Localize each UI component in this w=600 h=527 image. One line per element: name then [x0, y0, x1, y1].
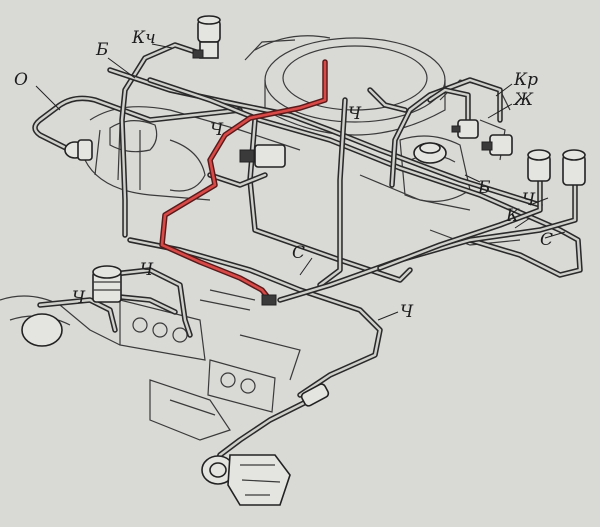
sensor-right-1	[527, 149, 551, 182]
label-b-upper: Б	[96, 40, 109, 60]
solenoid-valve-zh	[451, 119, 479, 139]
label-kch: Кч	[132, 28, 156, 48]
sensor-right-2	[562, 149, 586, 186]
label-s-right: С	[540, 230, 554, 250]
vacuum-pump-bottom	[201, 454, 291, 506]
label-ch-mid: Ч	[348, 104, 362, 124]
label-ch-left1: Ч	[140, 260, 154, 280]
gear-cover-left	[21, 313, 63, 347]
vacuum-cap-right	[413, 142, 447, 164]
label-o: О	[14, 70, 28, 90]
components	[21, 15, 586, 506]
vacuum-filter-left	[92, 265, 122, 303]
valve-o	[64, 139, 93, 161]
label-k: К	[506, 206, 520, 226]
leader-lines	[35, 43, 566, 321]
label-kr: Кр	[514, 70, 539, 90]
label-s-mid: С	[292, 243, 306, 263]
highlighted-hose	[159, 59, 328, 303]
engine-block-outline	[0, 35, 521, 441]
label-ch-bottom: Ч	[400, 302, 414, 322]
control-valve-center	[239, 144, 286, 168]
hose-fitting	[261, 294, 277, 306]
label-ch-top: Ч	[210, 120, 224, 140]
label-ch-left2: Ч	[72, 288, 86, 308]
vacuum-hoses	[32, 42, 583, 473]
label-zh: Ж	[514, 90, 534, 110]
solenoid-valve-kr	[481, 134, 513, 156]
solenoid-valve-kch	[192, 15, 221, 59]
label-b-lower: Б	[478, 178, 491, 198]
inline-filter	[300, 383, 330, 407]
label-ch-right: Ч	[522, 190, 536, 210]
